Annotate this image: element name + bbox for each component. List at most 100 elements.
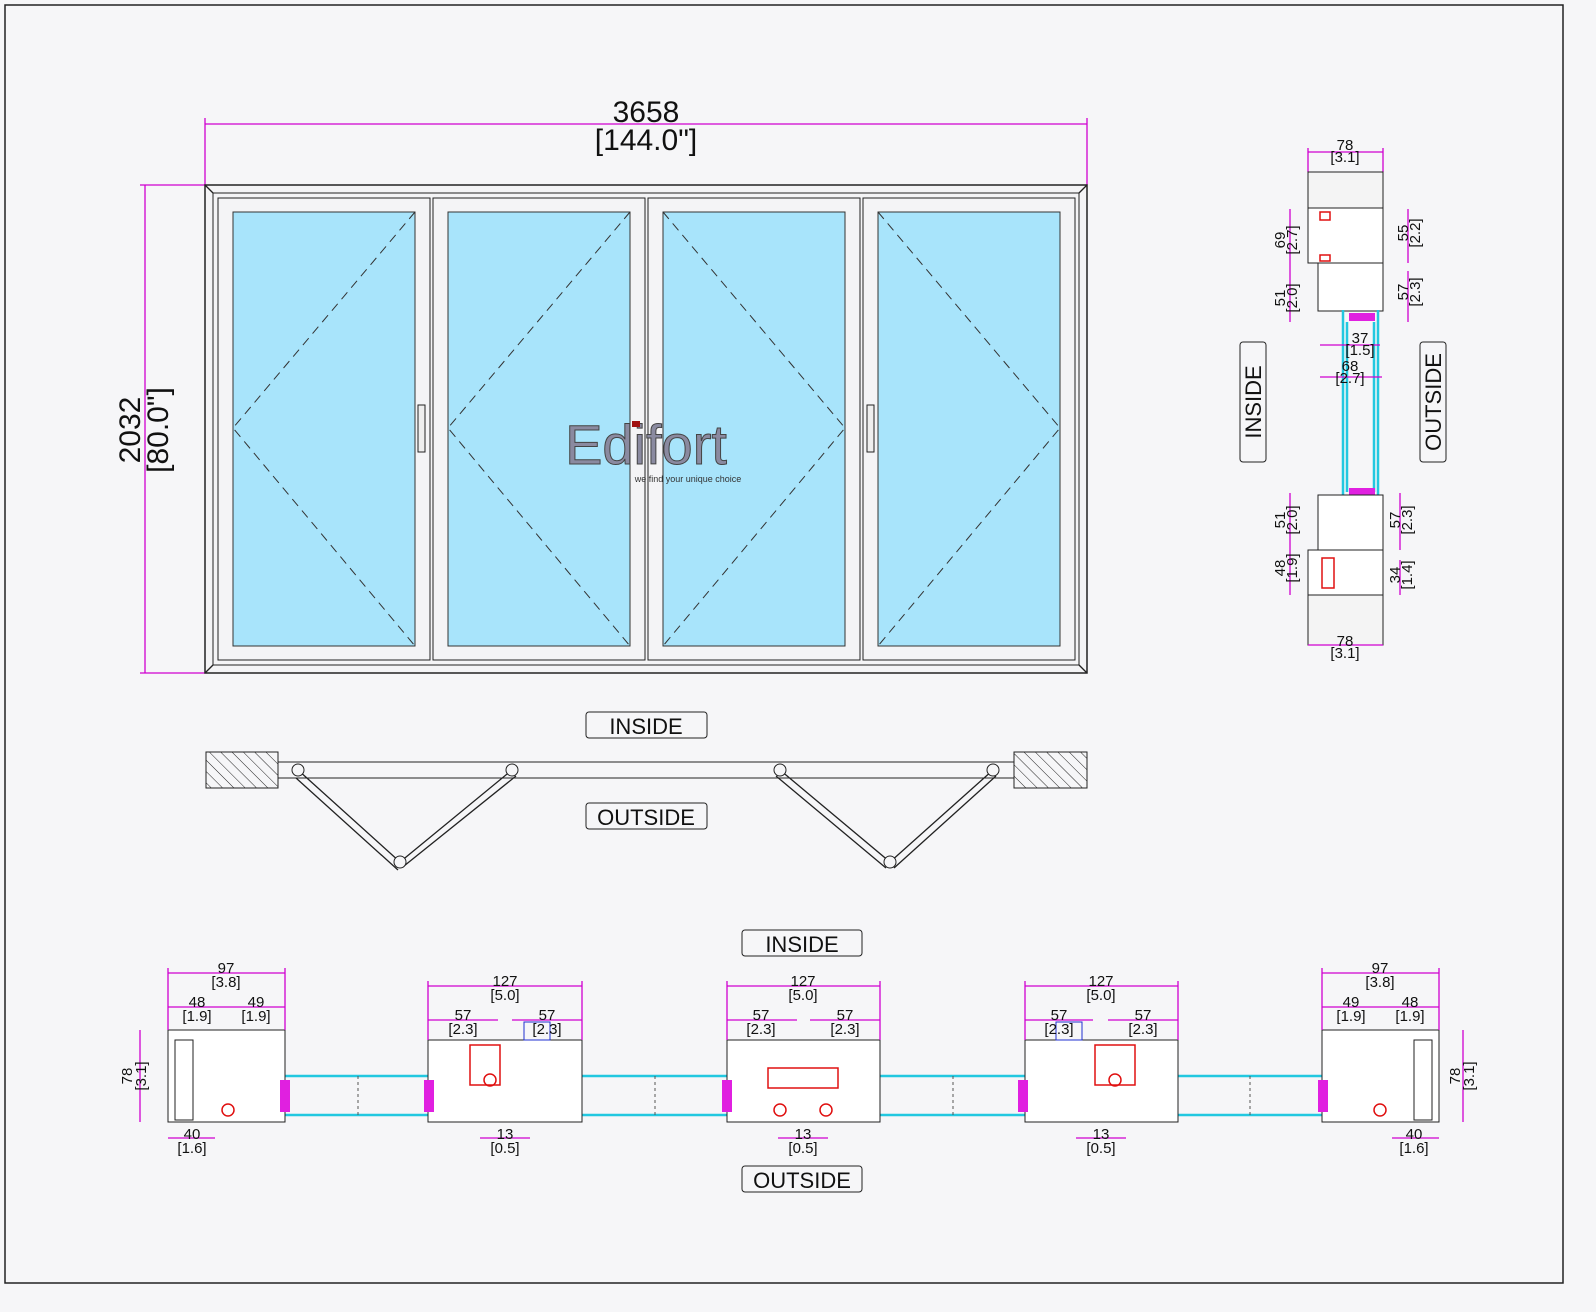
svg-text:40: 40 — [1406, 1126, 1423, 1143]
svg-text:[2.3]: [2.3] — [532, 1021, 561, 1038]
width-in: [144.0"] — [595, 124, 697, 157]
svg-text:[1.6]: [1.6] — [1399, 1140, 1428, 1157]
handle — [866, 404, 875, 453]
mullion-2: 127[5.0] 57[2.3] 57[2.3] 13[0.5] — [722, 973, 881, 1157]
svg-text:49: 49 — [248, 994, 265, 1011]
svg-text:127: 127 — [790, 973, 815, 990]
left-jamb: 97[3.8] 48[1.9] 49[1.9] 78[3.1] 40[1.6] — [119, 960, 290, 1157]
svg-text:[2.3]: [2.3] — [448, 1021, 477, 1038]
svg-text:[1.6]: [1.6] — [177, 1140, 206, 1157]
svg-text:[1.4]: [1.4] — [1399, 560, 1416, 589]
svg-text:[2.3]: [2.3] — [1128, 1021, 1157, 1038]
vs-outside-label: OUTSIDE — [1421, 353, 1446, 451]
svg-text:51: 51 — [1272, 512, 1289, 529]
vs-inside-label: INSIDE — [1241, 365, 1266, 438]
svg-text:68: 68 — [1342, 358, 1359, 375]
svg-text:69: 69 — [1272, 232, 1289, 249]
svg-text:[2.7]: [2.7] — [1284, 225, 1301, 254]
svg-text:[5.0]: [5.0] — [1086, 987, 1115, 1004]
svg-text:127: 127 — [492, 973, 517, 990]
svg-text:48: 48 — [189, 994, 206, 1011]
svg-text:48: 48 — [1402, 994, 1419, 1011]
svg-text:13: 13 — [497, 1126, 514, 1143]
height-in: [80.0"] — [142, 387, 175, 473]
svg-text:[1.9]: [1.9] — [1336, 1008, 1365, 1025]
sill-wall — [1307, 594, 1384, 646]
mullion-3: 127[5.0] 57[2.3] 57[2.3] 13[0.5] — [1018, 973, 1179, 1157]
svg-text:[3.1]: [3.1] — [1461, 1061, 1478, 1090]
svg-text:57: 57 — [837, 1007, 854, 1024]
svg-text:[5.0]: [5.0] — [490, 987, 519, 1004]
svg-text:57: 57 — [455, 1007, 472, 1024]
svg-text:[2.0]: [2.0] — [1284, 283, 1301, 312]
sill-frame — [1307, 549, 1384, 596]
svg-text:[1.9]: [1.9] — [241, 1008, 270, 1025]
svg-text:57: 57 — [1135, 1007, 1152, 1024]
svg-text:[3.1]: [3.1] — [1330, 645, 1359, 662]
height-mm: 2032 — [114, 397, 147, 464]
width-mm: 3658 — [613, 96, 680, 129]
panel-3 — [647, 197, 861, 661]
svg-text:[2.2]: [2.2] — [1407, 218, 1424, 247]
svg-text:[1.9]: [1.9] — [1284, 553, 1301, 582]
bottom-sash — [1317, 494, 1384, 551]
edifort-logo: Edifort we find your unique choice — [565, 413, 742, 485]
svg-text:127: 127 — [1088, 973, 1113, 990]
mullion-1: 127[5.0] 57[2.3] 57[2.3] 13[0.5] — [424, 973, 583, 1157]
svg-text:78: 78 — [119, 1068, 136, 1085]
logo-tagline: we find your unique choice — [634, 474, 742, 484]
svg-text:[1.5]: [1.5] — [1345, 342, 1374, 359]
vertical-section: INSIDE OUTSIDE 78 [3.1] 78 [3.1] 69 [2.7… — [1239, 137, 1447, 662]
svg-text:[2.0]: [2.0] — [1284, 505, 1301, 534]
svg-text:[0.5]: [0.5] — [1086, 1140, 1115, 1157]
svg-text:[2.3]: [2.3] — [1407, 277, 1424, 306]
panel-4 — [862, 197, 1076, 661]
svg-text:57: 57 — [1387, 512, 1404, 529]
plan-view: INSIDE OUTSIDE — [205, 711, 1088, 871]
svg-text:78: 78 — [1337, 137, 1354, 154]
panel-2 — [432, 197, 646, 661]
svg-text:37: 37 — [1352, 330, 1369, 347]
left-wall — [205, 751, 279, 789]
svg-text:[3.8]: [3.8] — [1365, 974, 1394, 991]
panel-1 — [217, 197, 431, 661]
svg-text:34: 34 — [1387, 567, 1404, 584]
svg-text:[1.9]: [1.9] — [182, 1008, 211, 1025]
svg-text:Edifort: Edifort — [565, 413, 727, 476]
svg-text:[2.3]: [2.3] — [1399, 505, 1416, 534]
svg-text:51: 51 — [1272, 290, 1289, 307]
svg-text:[1.9]: [1.9] — [1395, 1008, 1424, 1025]
svg-text:40: 40 — [184, 1126, 201, 1143]
svg-text:55: 55 — [1395, 225, 1412, 242]
svg-text:13: 13 — [795, 1126, 812, 1143]
inside-label-box — [585, 711, 708, 739]
horizontal-section: INSIDE OUTSIDE 97[3.8] 48[1.9] 49[1.9] 7… — [119, 929, 1478, 1193]
svg-text:57: 57 — [539, 1007, 556, 1024]
svg-text:57: 57 — [1051, 1007, 1068, 1024]
right-wall — [1013, 751, 1088, 789]
svg-text:57: 57 — [753, 1007, 770, 1024]
svg-text:49: 49 — [1343, 994, 1360, 1011]
plan-inside-label: INSIDE — [609, 714, 682, 739]
svg-text:97: 97 — [218, 960, 235, 977]
svg-text:[2.3]: [2.3] — [1044, 1021, 1073, 1038]
svg-text:78: 78 — [1447, 1068, 1464, 1085]
svg-text:48: 48 — [1272, 560, 1289, 577]
head-wall — [1307, 171, 1384, 209]
svg-text:[5.0]: [5.0] — [788, 987, 817, 1004]
right-jamb: 97[3.8] 49[1.9] 48[1.9] 78[3.1] 40[1.6] — [1318, 960, 1478, 1157]
top-sash — [1317, 262, 1384, 312]
front-elevation: 3658 [144.0"] 2032 [80.0"] — [114, 96, 1088, 674]
svg-text:57: 57 — [1395, 284, 1412, 301]
svg-text:[3.1]: [3.1] — [133, 1061, 150, 1090]
plan-outside-label: OUTSIDE — [597, 805, 695, 830]
svg-text:[3.8]: [3.8] — [211, 974, 240, 991]
hs-outside-label: OUTSIDE — [753, 1168, 851, 1193]
svg-text:[3.1]: [3.1] — [1330, 149, 1359, 166]
svg-text:78: 78 — [1337, 633, 1354, 650]
svg-text:97: 97 — [1372, 960, 1389, 977]
svg-text:13: 13 — [1093, 1126, 1110, 1143]
svg-text:[0.5]: [0.5] — [490, 1140, 519, 1157]
svg-text:[2.3]: [2.3] — [746, 1021, 775, 1038]
